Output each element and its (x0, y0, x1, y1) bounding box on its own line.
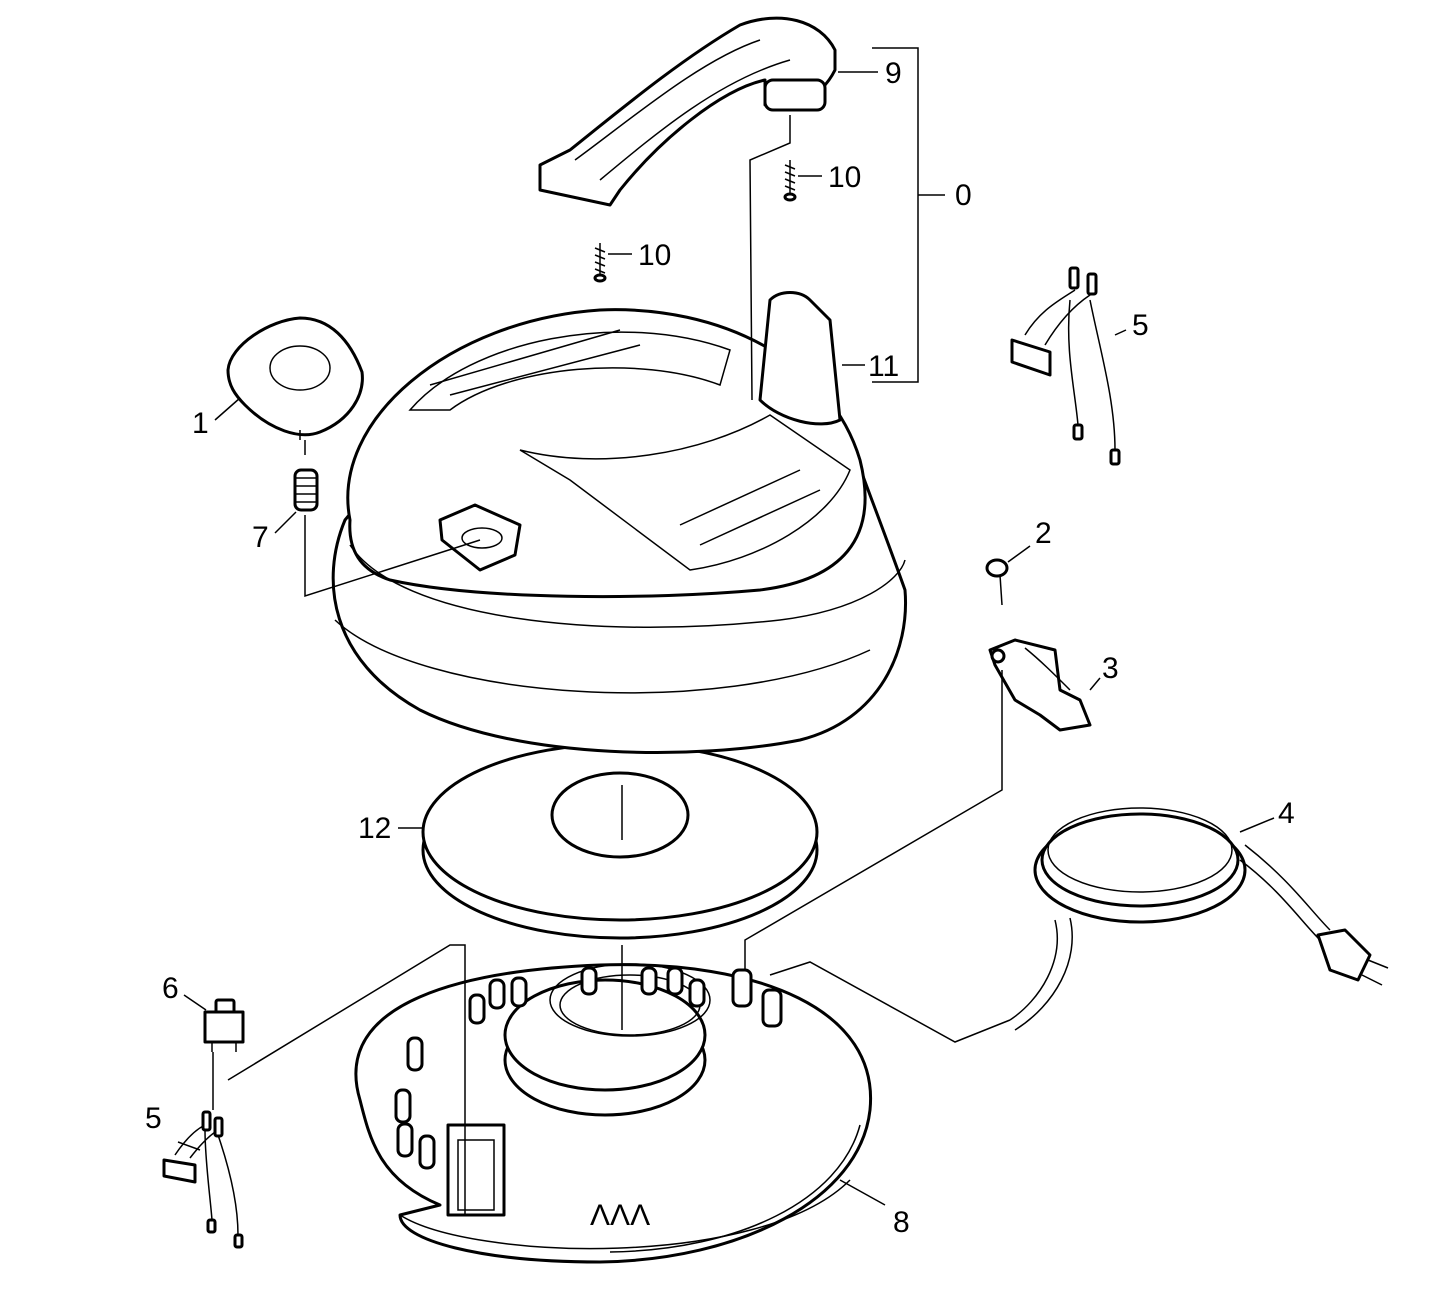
gasket-disc (421, 742, 819, 940)
label-9: 9 (885, 57, 902, 90)
power-cord (1009, 807, 1389, 1031)
label-8: 8 (893, 1206, 910, 1239)
switch-bracket (446, 1123, 506, 1217)
base-logo: ΛΛΛ (590, 1199, 650, 1232)
motor-hood (331, 291, 908, 754)
screw-left (593, 243, 607, 283)
spring (293, 468, 319, 512)
label-0: 0 (955, 179, 972, 212)
capacitor-top (1010, 266, 1121, 466)
hood-top-panel (408, 329, 851, 571)
carry-handle (538, 16, 837, 207)
capacitor-bottom (162, 1110, 244, 1249)
label-2: 2 (1035, 517, 1052, 550)
label-1: 1 (192, 407, 209, 440)
label-11: 11 (868, 350, 899, 383)
label-5-top: 5 (1132, 309, 1149, 342)
button-seat (438, 503, 522, 572)
handle-post (758, 291, 842, 426)
cord-clamp (731, 968, 783, 1028)
switch-assembly (988, 638, 1092, 732)
rocker-switch (203, 998, 245, 1052)
part-labels: 0 9 10 10 11 1 7 5 2 3 4 12 6 5 8 (145, 57, 1295, 1239)
label-10-right: 10 (828, 161, 861, 194)
screw-2 (985, 558, 1009, 606)
label-7: 7 (252, 521, 269, 554)
label-12: 12 (358, 812, 391, 845)
label-3: 3 (1102, 652, 1119, 685)
label-10-left: 10 (638, 239, 671, 272)
label-4: 4 (1278, 797, 1295, 830)
button-cap (226, 316, 364, 437)
label-5-bottom: 5 (145, 1102, 162, 1135)
leader-lines (177, 47, 1275, 1215)
screw-right (783, 160, 797, 202)
label-6: 6 (162, 972, 179, 1005)
base-posts (394, 966, 706, 1170)
base-plate: ΛΛΛ (354, 963, 873, 1264)
power-plug (1316, 928, 1389, 986)
